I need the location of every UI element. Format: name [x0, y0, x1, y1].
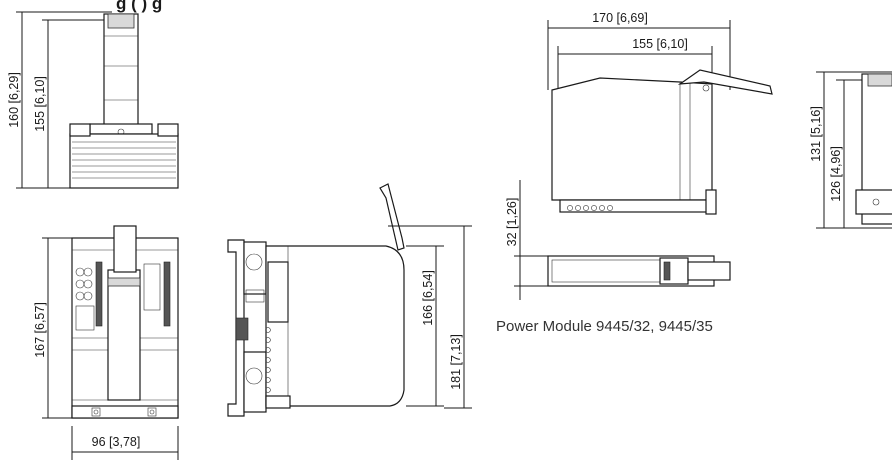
dim-pm-side-height-inner: 126 [4,96]: [829, 146, 843, 202]
dim-pm-side-height-outer: 131 [5,16]: [809, 106, 823, 162]
dim-side-height-outer: 181 [7,13]: [449, 334, 463, 390]
dim-side-height-inner: 166 [6,54]: [421, 270, 435, 326]
dim-top-height-inner: 155 [6,10]: [33, 76, 47, 132]
dim-front-width: 96 [3,78]: [92, 435, 141, 449]
dim-front-height: 167 [6,57]: [33, 302, 47, 358]
drawing-heading-fragment: g ( ) g: [116, 0, 163, 13]
dim-pm-length-outer: 170 [6,69]: [592, 11, 648, 25]
power-module-top-view: 32 [1,26]: [505, 180, 731, 300]
dim-top-height-outer: 160 [6,29]: [7, 72, 21, 128]
dim-pm-length-inner: 155 [6,10]: [632, 37, 688, 51]
power-module-caption: Power Module 9445/32, 9445/35: [496, 318, 713, 335]
module-side-view: 166 [6,54] 181 [7,13]: [227, 183, 472, 417]
module-front-view: 167 [6,57] 96 [3,78]: [33, 225, 179, 460]
module-top-view: 160 [6,29] 155 [6,10]: [7, 11, 179, 189]
power-module-end-view: 131 [5,16] 126 [4,96]: [809, 71, 892, 229]
power-module-side-view: 170 [6,69] 155 [6,10]: [547, 11, 773, 215]
dim-pm-height: 32 [1,26]: [505, 198, 519, 247]
